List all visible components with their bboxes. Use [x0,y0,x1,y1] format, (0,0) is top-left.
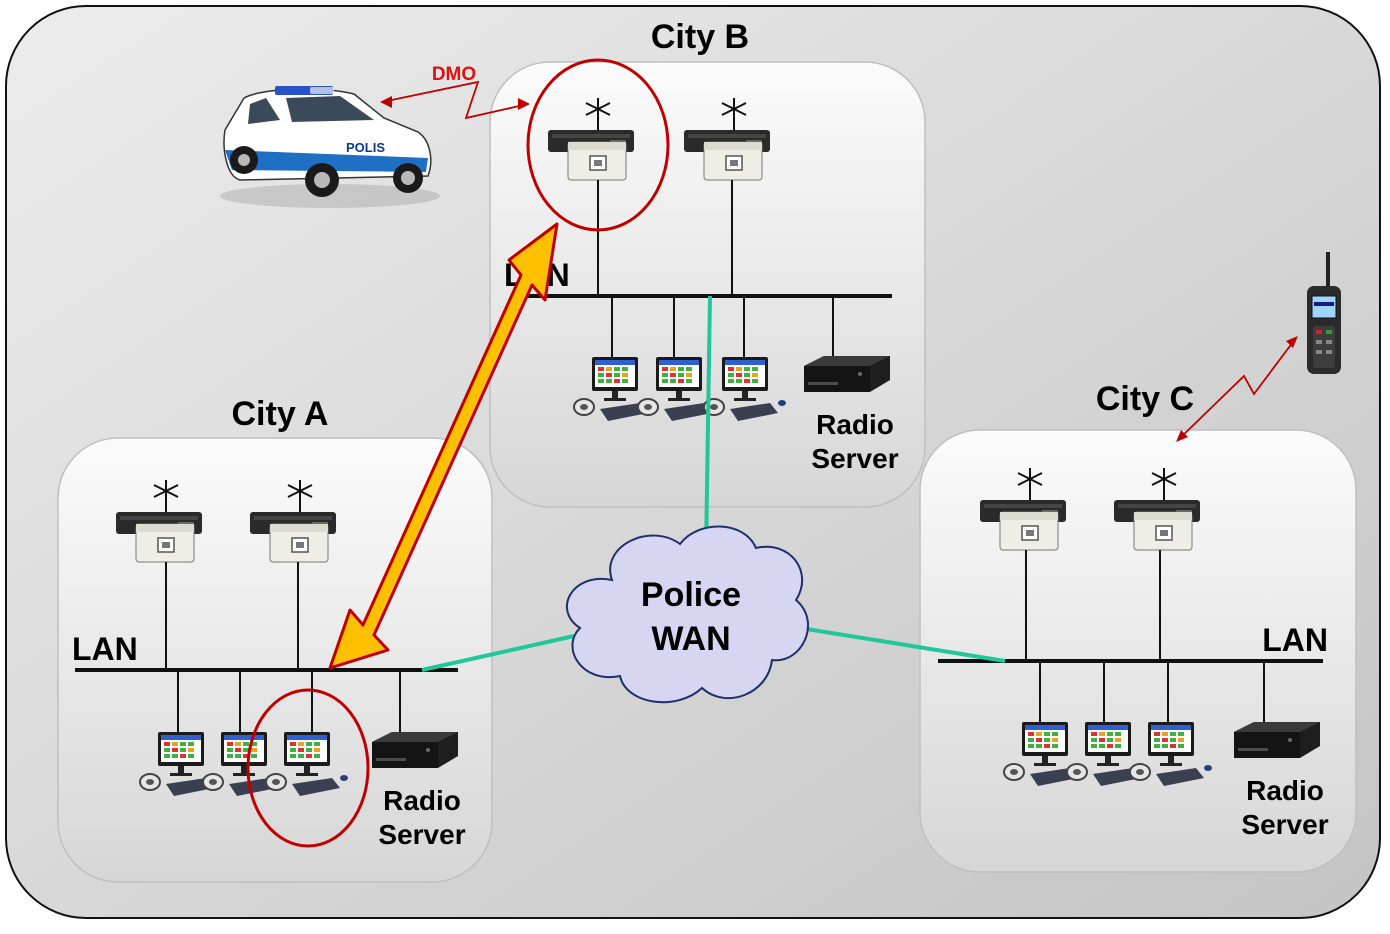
city-b-title: City B [651,18,749,56]
dmo-label: DMO [432,64,476,85]
city-a-server-label-1: Radio [383,785,461,816]
handheld-link [1176,336,1298,442]
city-c-group: City C LAN Radio Server [919,380,1357,873]
police-wan-cloud: Police WAN [566,525,809,704]
city-c-server-label-2: Server [1241,809,1328,840]
double-arrow [328,222,559,670]
city-c-lan-label: LAN [1262,622,1328,658]
city-a-group: City A LAN Radio Server [57,395,493,883]
city-b-group: City B LAN Radio Server [489,18,926,508]
city-b-server-label-2: Server [811,443,898,474]
city-c-title: City C [1096,380,1194,418]
wan-label-2: WAN [651,620,730,658]
handheld-radio-icon [1307,252,1341,374]
city-a-lan-label: LAN [72,631,138,667]
city-b-radio-server [804,356,890,392]
highlight-ellipse-city-a [246,688,370,848]
city-a-server-label-2: Server [378,819,465,850]
police-car: POLIS [220,86,440,208]
city-a-title: City A [232,395,329,433]
city-b-server-label-1: Radio [816,409,894,440]
city-a-radio-server [372,732,458,768]
wan-links [421,295,1006,672]
highlight-ellipse-city-b [526,58,670,232]
car-text: POLIS [346,140,385,155]
dmo-link: DMO [380,64,530,120]
city-c-server-label-1: Radio [1246,775,1324,806]
city-c-radio-server [1234,722,1320,758]
wan-label-1: Police [641,576,741,614]
